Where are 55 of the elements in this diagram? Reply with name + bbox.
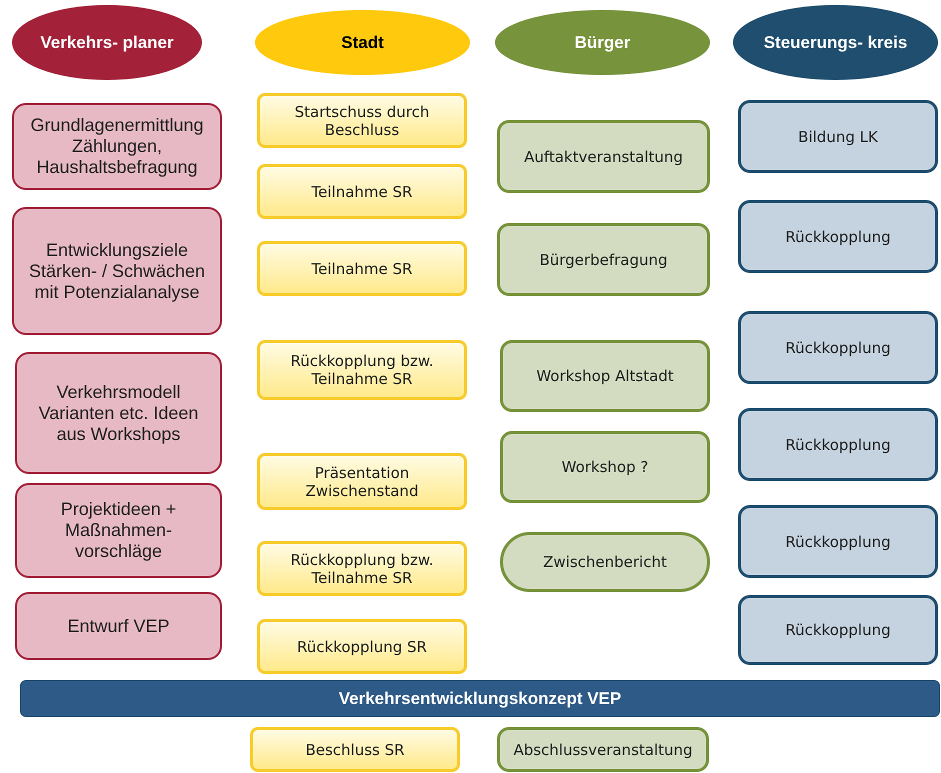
process-box: [257, 619, 467, 674]
step-label: Beschluss SR: [304, 740, 406, 760]
process-box: [257, 93, 467, 148]
process-box: [497, 223, 710, 296]
step-label: Steuerungs- kreis: [762, 32, 908, 54]
process-box: [497, 727, 709, 772]
step-label: Startschuss durch Beschluss: [294, 102, 430, 140]
process-box: [15, 483, 222, 578]
process-box: [738, 311, 938, 384]
process-box: [738, 200, 938, 273]
step-label: Bildung LK: [797, 126, 879, 148]
step-label: Zwischenbericht: [542, 552, 668, 573]
step-label: Grundlagenermittlung Zählungen, Haushaltsbefragung: [29, 114, 205, 179]
process-box: [738, 408, 938, 481]
process-box: [15, 592, 222, 660]
step-label: Projektideen + Maßnahmen- vorschläge: [60, 498, 178, 563]
process-box: [500, 431, 710, 503]
step-label: Auftaktveranstaltung: [523, 146, 684, 168]
process-box: [257, 164, 467, 219]
process-box: [250, 727, 460, 772]
step-label: Verkehrsentwicklungskonzept VEP: [338, 688, 622, 710]
step-label: Bürger: [574, 32, 632, 54]
process-box: [12, 103, 222, 190]
step-label: Rückkopplung: [784, 532, 892, 552]
step-label: Entwurf VEP: [66, 614, 171, 638]
step-label: Rückkopplung SR: [296, 636, 428, 658]
step-label: Abschlussveranstaltung: [512, 740, 694, 760]
process-box: [738, 100, 938, 173]
step-label: Entwicklungsziele Stärken- / Schwächen mit Potenzialanalyse: [28, 238, 206, 304]
step-label: Rückkopplung bzw. Teilnahme SR: [289, 550, 435, 588]
step-label: Präsentation Zwischenstand: [304, 462, 420, 502]
step-label: Rückkopplung: [784, 434, 892, 456]
process-box: [257, 453, 467, 510]
process-box: [738, 595, 938, 665]
step-label: Verkehrs- planer: [39, 32, 175, 54]
banner-bar: [20, 680, 940, 717]
step-label: Verkehrsmodell Varianten etc. Ideen aus Workshops: [38, 380, 200, 446]
step-label: Rückkopplung: [784, 620, 892, 641]
step-label: Rückkopplung bzw. Teilnahme SR: [289, 351, 435, 390]
step-label: Bürgerbefragung: [538, 250, 669, 270]
process-box: [497, 120, 710, 193]
process-box: [500, 340, 710, 412]
step-label: Rückkopplung: [784, 338, 892, 358]
step-label: Stadt: [340, 32, 385, 54]
process-box: [257, 241, 467, 296]
step-label: Rückkopplung: [784, 226, 892, 248]
process-box: [12, 207, 222, 335]
process-box: [738, 505, 938, 578]
step-label: Teilnahme SR: [310, 258, 414, 280]
process-box: [257, 340, 467, 400]
step-label: Teilnahme SR: [310, 182, 414, 202]
process-box: [15, 352, 222, 474]
step-label: Workshop ?: [560, 457, 650, 478]
process-box: [257, 541, 467, 596]
step-label: Workshop Altstadt: [535, 366, 675, 387]
